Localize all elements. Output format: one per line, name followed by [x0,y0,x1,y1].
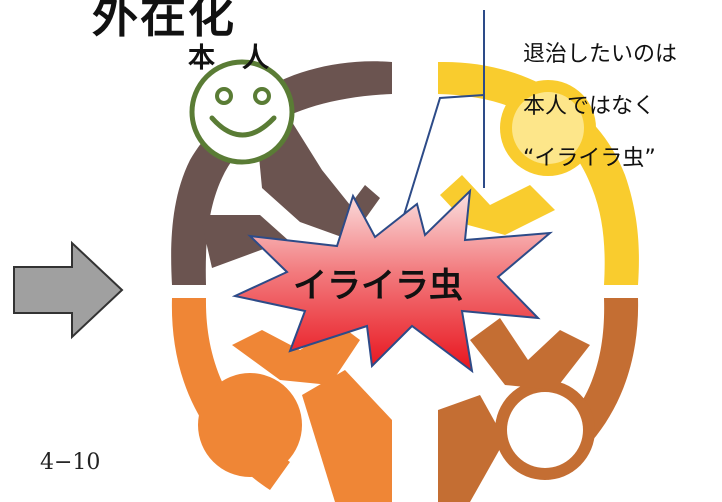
burst-label: イライラ虫 [293,266,463,306]
page-number: 4−10 [40,450,101,475]
figure-top-right [438,61,639,285]
burst-icon [231,188,554,374]
figure-bottom-right [438,298,639,502]
smiley-face-icon [189,59,295,165]
note-line-2: 本人ではなく [523,94,656,119]
figure-bottom-left [171,298,392,502]
note-line-3: “イライラ虫” [523,146,656,171]
person-label: 本 人 [188,43,269,74]
page-title: 外在化 [92,0,236,43]
note-line-1: 退治したいのは [523,42,678,67]
right-arrow-icon [13,240,124,340]
callout-line-pointer [399,94,485,229]
